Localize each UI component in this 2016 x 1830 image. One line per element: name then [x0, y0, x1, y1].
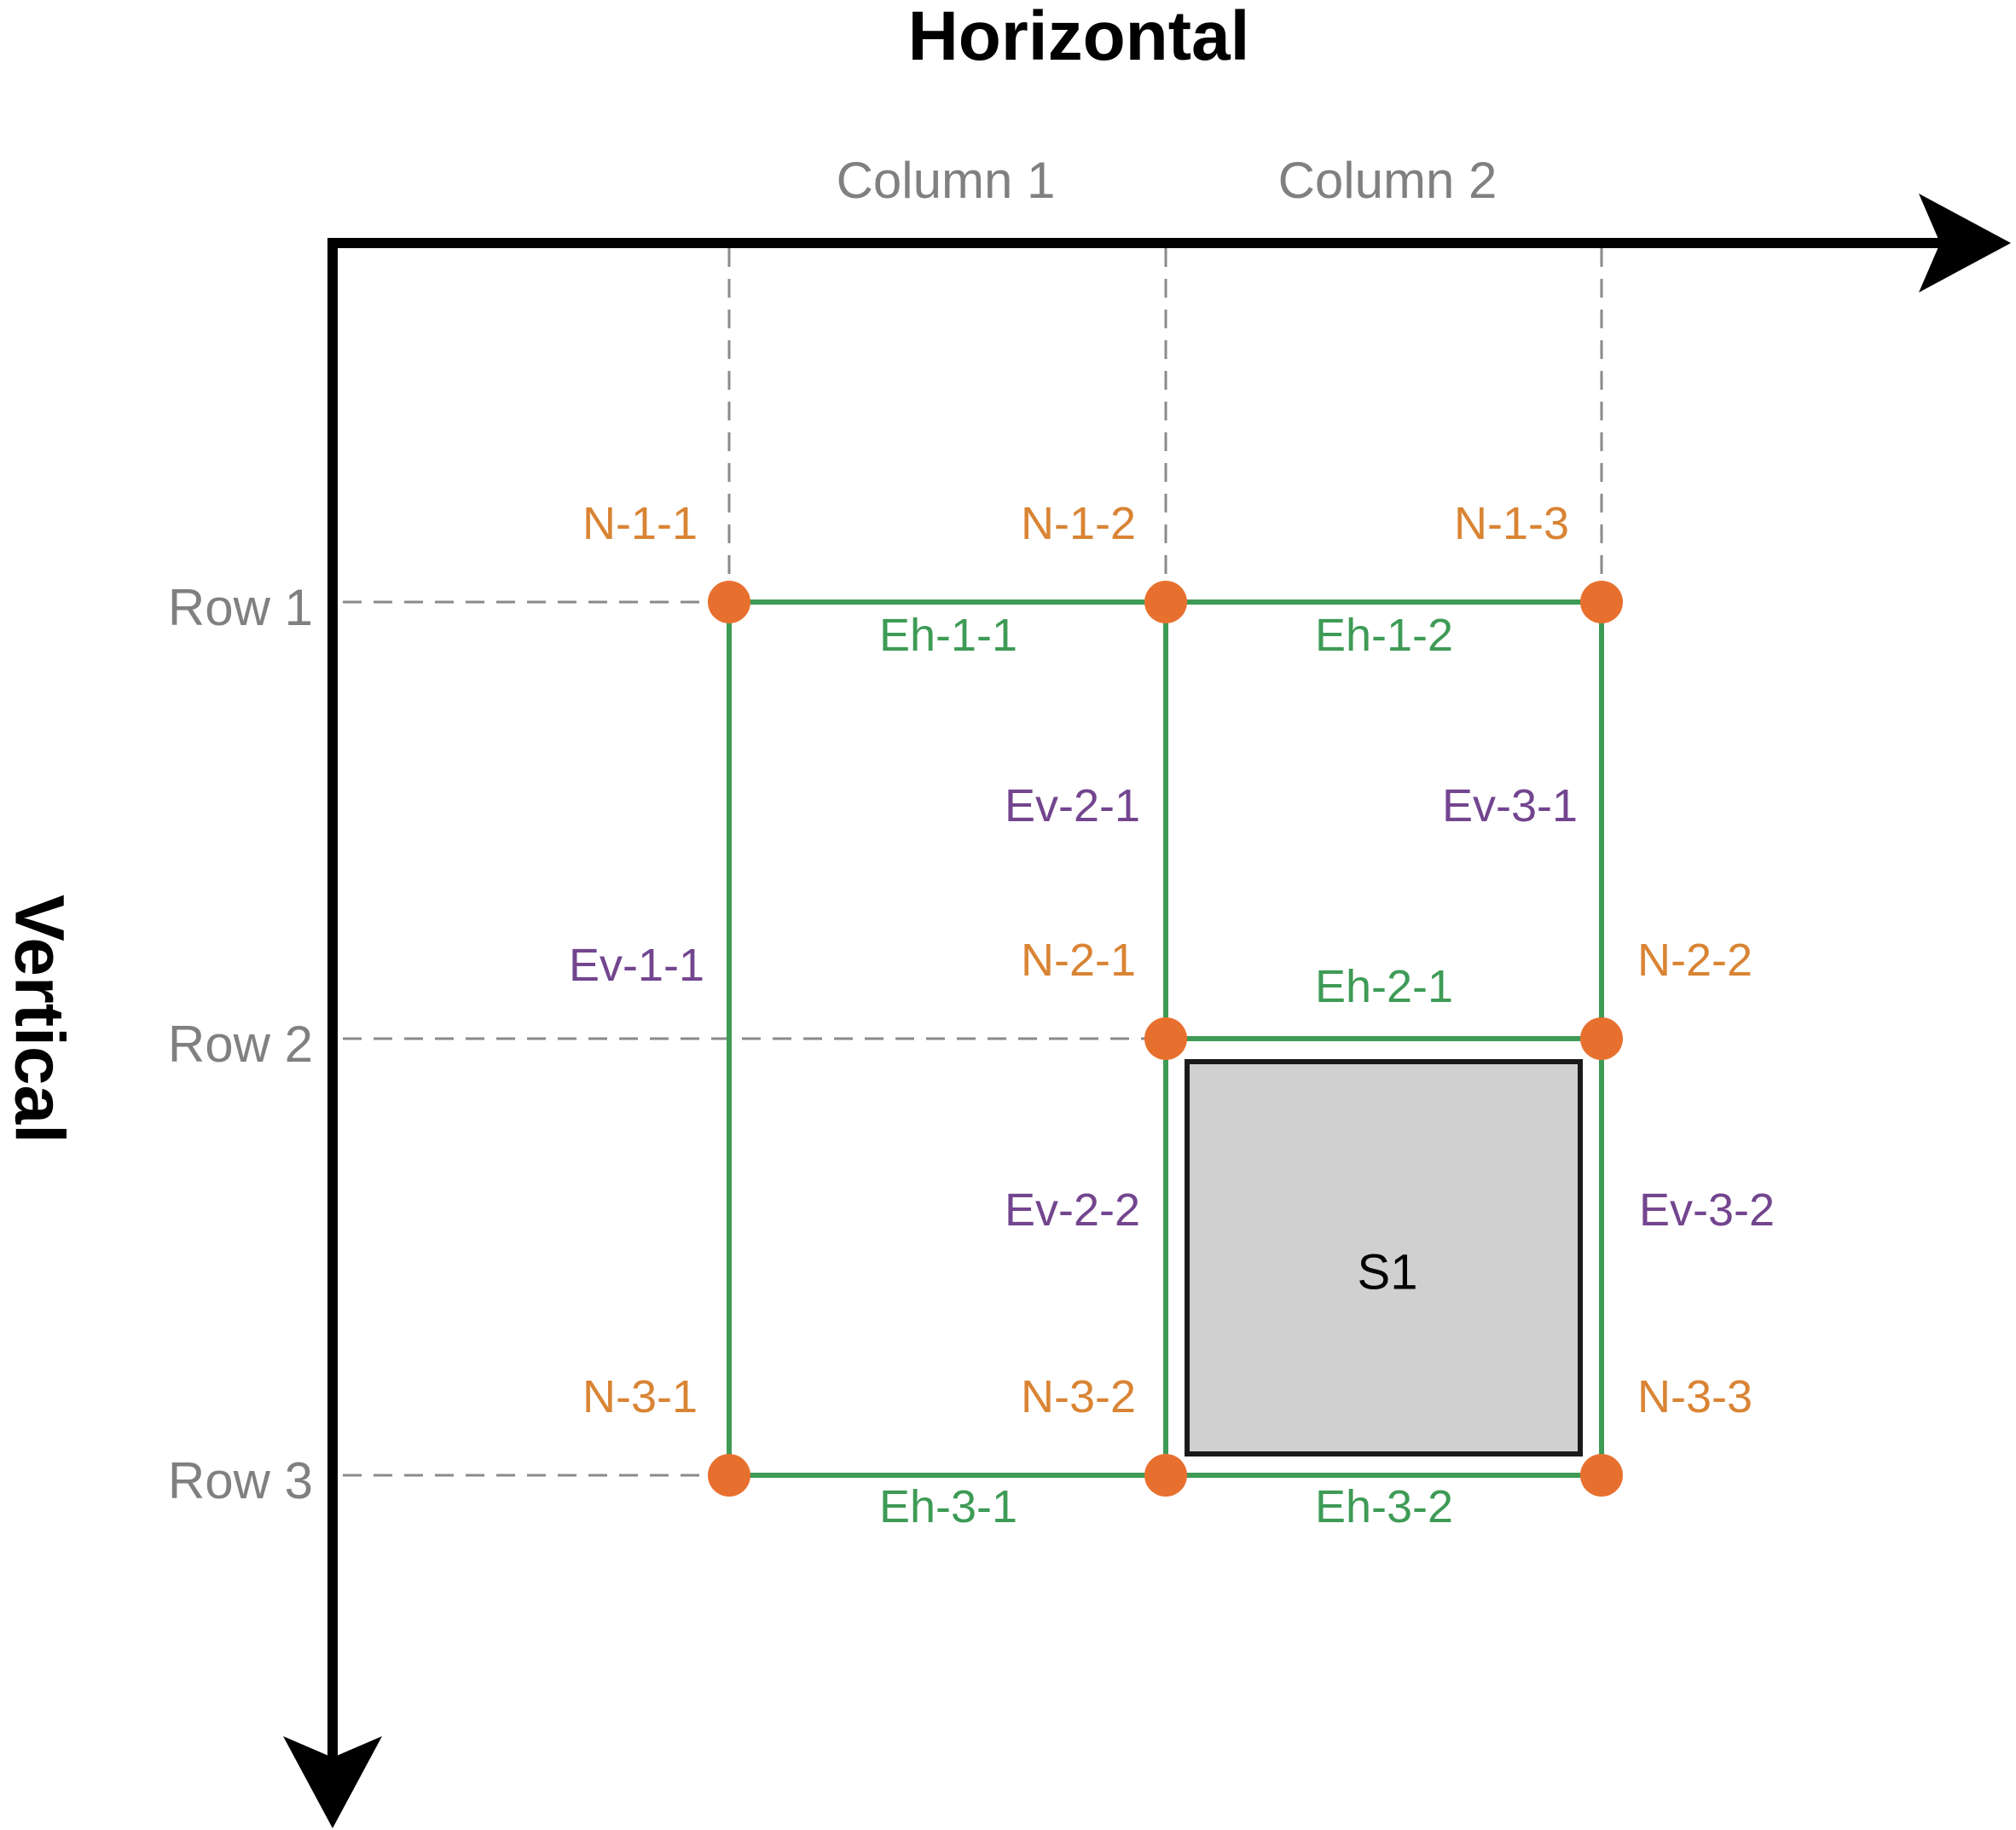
edge-lines [727, 599, 1604, 1478]
row-label-2: Row 2 [168, 1016, 313, 1073]
node-label-n-2-1: N-2-1 [1021, 935, 1136, 986]
node-n-1-3 [1580, 581, 1623, 623]
node-label-n-3-2: N-3-2 [1021, 1371, 1136, 1422]
edge-label-ev-2-2: Ev-2-2 [1005, 1184, 1140, 1236]
space-s1-label: S1 [1358, 1245, 1418, 1300]
edge-label-ev-3-1: Ev-3-1 [1442, 780, 1578, 831]
edge-label-ev-2-1: Ev-2-1 [1005, 780, 1140, 831]
row-label-1: Row 1 [168, 579, 313, 636]
row-label-3: Row 3 [168, 1452, 313, 1509]
node-label-n-3-3: N-3-3 [1637, 1371, 1752, 1422]
node-n-3-1 [708, 1454, 750, 1497]
column-label-1: Column 1 [837, 152, 1056, 209]
edge-label-eh-3-1: Eh-3-1 [879, 1481, 1017, 1532]
node-label-n-2-2: N-2-2 [1637, 935, 1752, 986]
node-label-n-3-1: N-3-1 [582, 1371, 698, 1422]
reference-grid-lines [343, 248, 1603, 1477]
node-n-3-2 [1144, 1454, 1187, 1497]
node-label-n-1-2: N-1-2 [1021, 498, 1136, 549]
edge-label-eh-2-1: Eh-2-1 [1315, 961, 1453, 1012]
node-n-3-3 [1580, 1454, 1623, 1497]
edge-label-eh-1-1: Eh-1-1 [879, 610, 1017, 661]
node-n-2-2 [1580, 1017, 1623, 1060]
horizontal-axis-arrowhead [1919, 194, 2011, 292]
edge-label-ev-1-1: Ev-1-1 [569, 940, 704, 991]
edge-label-eh-1-2: Eh-1-2 [1315, 610, 1453, 661]
node-label-n-1-3: N-1-3 [1454, 498, 1569, 549]
vertical-axis-title: Vertical [1, 895, 78, 1144]
node-dots [708, 581, 1623, 1497]
node-labels: N-1-1 N-1-2 N-1-3N-2-1 N-2-2N-3-1 N-3-2 N-3-3 [582, 498, 1752, 1422]
vertical-axis-arrowhead [283, 1736, 382, 1828]
node-n-2-1 [1144, 1017, 1187, 1060]
column-label-2: Column 2 [1278, 152, 1498, 209]
horizontal-axis-title: Horizontal [908, 0, 1250, 75]
node-n-1-2 [1144, 581, 1187, 623]
edge-label-ev-3-2: Ev-3-2 [1639, 1184, 1775, 1236]
node-n-1-1 [708, 581, 750, 623]
space-s1-rect [1185, 1059, 1583, 1456]
edge-label-eh-3-2: Eh-3-2 [1315, 1481, 1453, 1532]
node-label-n-1-1: N-1-1 [582, 498, 698, 549]
